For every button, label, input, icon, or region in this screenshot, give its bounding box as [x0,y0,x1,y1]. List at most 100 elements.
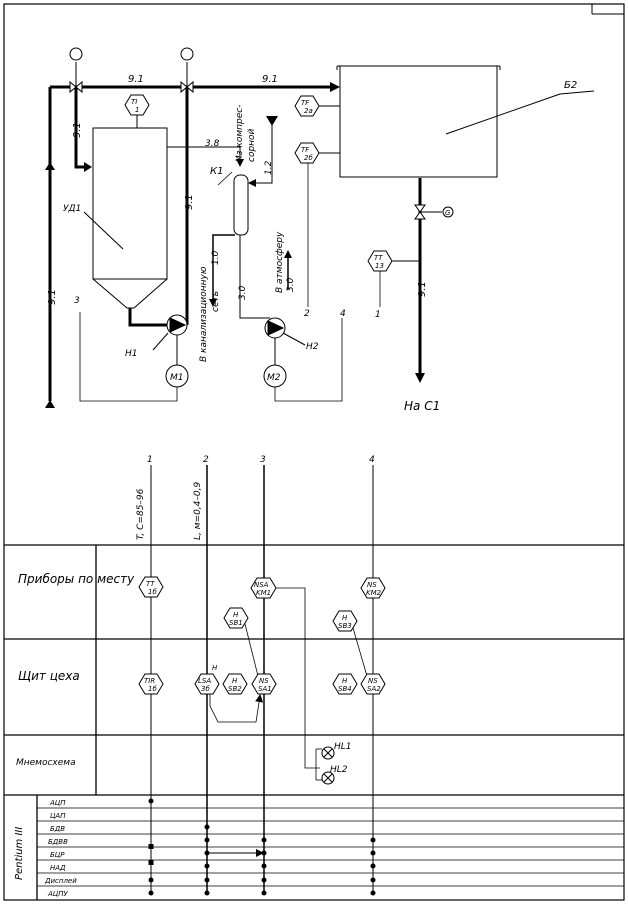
ns-sa1-index: SA1 [258,685,272,693]
h-sb2-index: SB2 [228,685,242,693]
ns-sa2-index: SA2 [367,685,381,693]
signal-label: БДВ [50,825,65,833]
tf2b-label: TF [301,146,310,154]
signal-label: БДВВ [48,838,68,846]
feed-arrow [45,400,55,408]
device-h-sb3 [332,610,368,677]
device-lsa3b [194,673,220,695]
compressor-note-2: сорной [247,128,257,162]
line-no-4-top: 4 [340,309,346,319]
water-out-flow: 1.0 [211,250,221,265]
signal-label: АЦПУ [47,890,68,898]
h-sb3-index: SB3 [338,622,352,630]
device-tt1b [138,576,164,598]
tf2a-index: 2а [304,107,313,115]
tf2b-index: 2б [304,154,313,162]
tt1b-label: TT [146,580,155,588]
gas-flow-2: 3.0 [286,277,296,292]
tir-index: 1б [148,685,157,693]
hl2-label: HL2 [330,765,348,775]
line-no-1-top: 1 [375,310,381,320]
row-mimic: Мнемосхема [16,758,76,768]
valve-2 [180,47,194,94]
instrument-tt13 [367,250,420,272]
line-no-2-top: 2 [304,309,310,319]
h-sb4-index: SB4 [338,685,352,693]
h-sb4-label: H [342,677,348,685]
ns-km2-label: NS [367,581,377,589]
tf2a-label: TF [301,99,310,107]
device-h-sb4 [332,673,358,695]
feed-arrow-up [45,162,55,170]
lamp-hl1 [321,746,335,760]
sewer-note-2: сеть [211,291,221,312]
tank-inlet-arrow [330,82,340,92]
hl1-label: HL1 [334,742,352,752]
row-pc: Pentium III [14,827,25,880]
compressor-note-1: Из компрес- [235,105,245,162]
signal-grid [37,807,624,887]
nsa-index: KM1 [256,589,271,597]
line-no-3-top: 3 [74,296,80,306]
valve-3 [414,204,454,220]
pump-h2-label: Н2 [306,342,319,352]
lsa-top: H [212,664,218,672]
cooler-label: К1 [210,166,223,177]
flow-label-c1: 9.1 [417,281,428,297]
signal-label: Дисплей [44,877,77,885]
sewer-note: В канализационную сеть [199,264,221,362]
lsa-label: LSA [198,677,211,685]
cooler-k1 [217,171,249,236]
c1-arrow [415,373,425,383]
line4-link [274,318,343,402]
tt1b-index: 1б [148,588,157,596]
instrument-tf2b [294,142,340,164]
line1-spec: T, C=85–96 [136,488,146,540]
device-ns-sa1 [251,673,277,695]
flow-label-vert: 9.1 [72,122,83,138]
ti1-label: TI [131,98,137,106]
flow-label-left: 9.1 [128,74,144,85]
signal-label: ЦАП [50,812,66,820]
lsa-index: 3б [201,685,210,693]
instrument-tf2a [294,95,340,117]
vessel-ud1 [83,127,168,309]
gas-line [239,235,270,319]
tt13-label: TT [374,254,383,262]
signal-label: АЦП [49,799,66,807]
nsa-label: NSA [254,581,269,589]
h-sb3-label: H [342,614,348,622]
line2-spec: L, м=0,4–0,9 [193,482,203,540]
tt13-index: 13 [375,262,384,270]
pump-h2 [263,317,306,388]
motor-m2-label: М2 [267,373,281,383]
vapor-line [167,146,244,167]
valve-g-label: G [445,209,451,217]
instrument-ti1 [124,94,150,128]
km1-link [276,587,320,769]
device-tir1b [138,673,164,695]
h-sb1-index: SB1 [229,619,243,627]
water-in-line [248,116,273,187]
table-grid [4,544,624,900]
compressor-note: Из компрес- сорной [235,102,257,162]
ti1-index: 1 [135,106,139,114]
device-ns-sa2 [360,673,386,695]
water-in-flow: 1.2 [264,160,274,175]
flow-label-riser: 9.1 [184,194,195,210]
h-sb1-label: H [233,611,239,619]
device-nsa-km1 [250,577,277,599]
water-out-line [209,234,235,307]
ns-sa1-label: NS [259,677,269,685]
row-panel: Щит цеха [18,669,80,683]
drawing-frame [3,3,625,901]
row-field: Приборы по месту [18,572,135,586]
row-field-label: Приборы по месту [18,572,135,586]
lamp-hl2 [321,771,335,785]
flow-label-main: 9.1 [47,289,58,305]
line-no-3: 3 [260,455,266,465]
device-ns-km2 [360,577,386,599]
line-no-1: 1 [147,455,153,465]
ud1-inlet-arrow [84,162,92,172]
